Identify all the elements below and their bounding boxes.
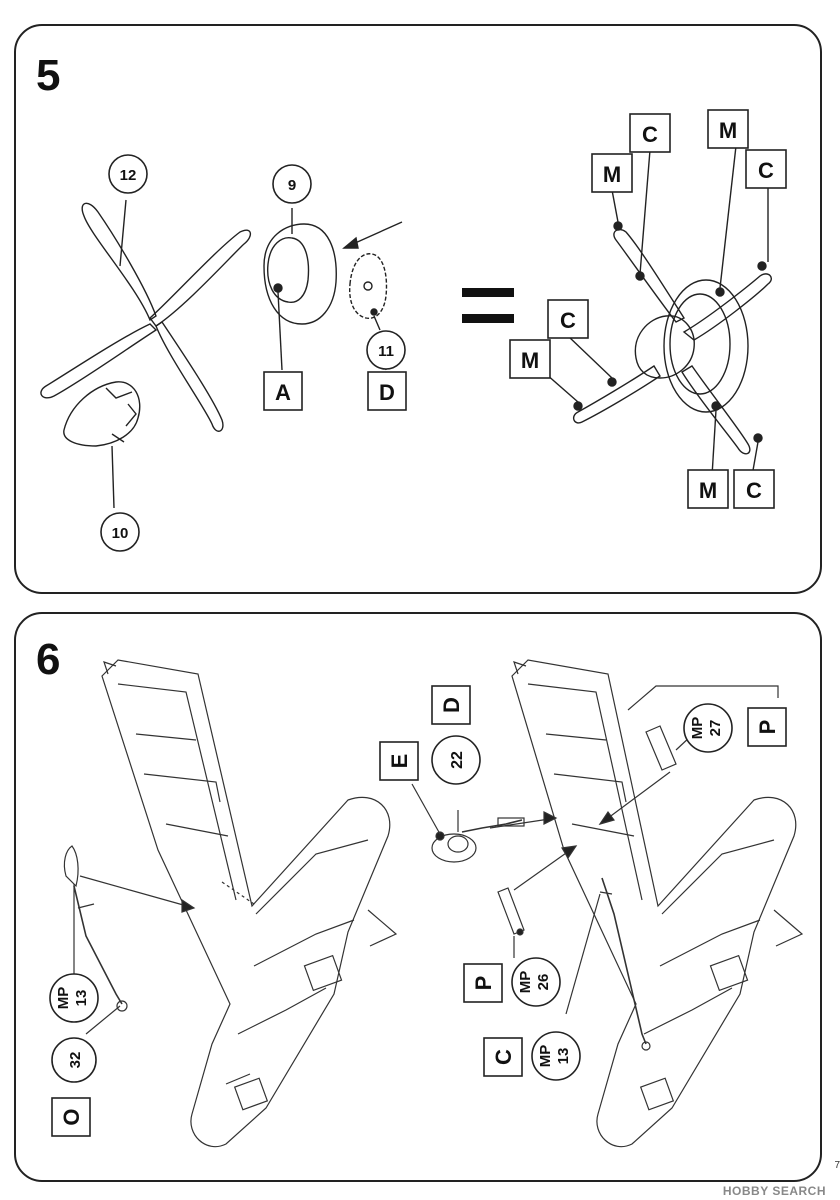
step-6-panel: 6 xyxy=(14,612,822,1182)
svg-text:13: 13 xyxy=(73,990,90,1007)
color-box-o: O xyxy=(51,1097,91,1137)
color-box-a: A xyxy=(263,371,303,411)
svg-text:12: 12 xyxy=(120,167,137,184)
left-wing-drawing xyxy=(101,659,398,1148)
assembled-propeller-drawing xyxy=(572,221,772,455)
svg-text:22: 22 xyxy=(449,751,466,769)
part-32-callout: 32 xyxy=(51,1037,97,1083)
color-box-p-top: P xyxy=(747,707,787,747)
cowling-drawing xyxy=(263,223,337,325)
svg-text:MP: MP xyxy=(517,971,534,994)
step-number: 5 xyxy=(36,51,61,100)
part-10-callout: 10 xyxy=(100,512,140,552)
wheel-assembly-drawing xyxy=(431,817,525,863)
svg-text:P: P xyxy=(755,720,780,735)
color-box-d: D xyxy=(431,685,471,725)
svg-text:M: M xyxy=(719,118,737,143)
equals-sign xyxy=(462,288,514,323)
svg-text:P: P xyxy=(471,976,496,991)
svg-text:9: 9 xyxy=(288,177,296,194)
svg-text:MP: MP xyxy=(537,1045,554,1068)
color-box-p-left: P xyxy=(463,963,503,1003)
door-27-drawing xyxy=(645,725,677,771)
svg-text:27: 27 xyxy=(707,720,724,737)
part-mp26-callout: MP 26 xyxy=(511,957,561,1007)
svg-text:C: C xyxy=(560,308,576,333)
svg-text:11: 11 xyxy=(378,343,394,360)
color-box-d: D xyxy=(367,371,407,411)
color-box-tip1-m: M xyxy=(591,153,633,193)
part-12-callout: 12 xyxy=(108,154,148,194)
svg-text:26: 26 xyxy=(535,974,552,991)
svg-text:M: M xyxy=(603,162,621,187)
step-number: 6 xyxy=(36,635,61,684)
part-mp13-right-callout: MP 13 xyxy=(531,1031,581,1081)
svg-text:C: C xyxy=(746,478,762,503)
part-mp13-left-callout: MP 13 xyxy=(49,973,99,1023)
svg-text:M: M xyxy=(699,478,717,503)
engine-face-drawing xyxy=(342,221,403,319)
color-box-c: C xyxy=(483,1037,523,1077)
svg-text:M: M xyxy=(521,348,539,373)
part-mp27-callout: MP 27 xyxy=(683,703,733,753)
svg-text:D: D xyxy=(379,380,395,405)
svg-text:13: 13 xyxy=(555,1048,572,1065)
svg-text:10: 10 xyxy=(112,525,129,542)
svg-text:D: D xyxy=(439,697,464,713)
color-box-tip3-m: M xyxy=(509,339,551,379)
color-box-tip4-m: M xyxy=(687,469,729,509)
svg-text:MP: MP xyxy=(689,717,706,740)
color-box-tip2-m: M xyxy=(707,109,749,149)
part-11-callout: 11 xyxy=(366,330,406,370)
left-gear-leg-drawing xyxy=(63,845,128,1012)
svg-text:C: C xyxy=(642,122,658,147)
svg-text:A: A xyxy=(275,380,291,405)
svg-text:C: C xyxy=(758,158,774,183)
right-wing-drawing xyxy=(511,659,804,1148)
svg-text:MP: MP xyxy=(55,987,72,1010)
door-26-drawing xyxy=(497,887,525,936)
propeller-drawing xyxy=(40,202,251,432)
step-5-panel: 5 xyxy=(14,24,822,594)
svg-text:E: E xyxy=(387,754,412,769)
watermark-text: HOBBY SEARCH xyxy=(722,1184,826,1198)
part-9-callout: 9 xyxy=(272,164,312,204)
color-box-tip3-c: C xyxy=(547,299,589,339)
color-box-tip4-c: C xyxy=(733,469,775,509)
step-5-illustration: 12 9 11 10 A D xyxy=(40,109,787,552)
svg-text:O: O xyxy=(59,1108,84,1125)
color-box-e: E xyxy=(379,741,419,781)
step-6-illustration: MP 13 32 22 MP 26 MP 13 xyxy=(49,659,804,1148)
page-number: 7 xyxy=(834,1160,840,1171)
spinner-drawing xyxy=(63,381,141,447)
color-box-tip1-c: C xyxy=(629,113,671,153)
color-box-tip2-c: C xyxy=(745,149,787,189)
svg-text:C: C xyxy=(491,1049,516,1065)
svg-text:32: 32 xyxy=(67,1052,84,1069)
part-22-callout: 22 xyxy=(431,735,481,785)
